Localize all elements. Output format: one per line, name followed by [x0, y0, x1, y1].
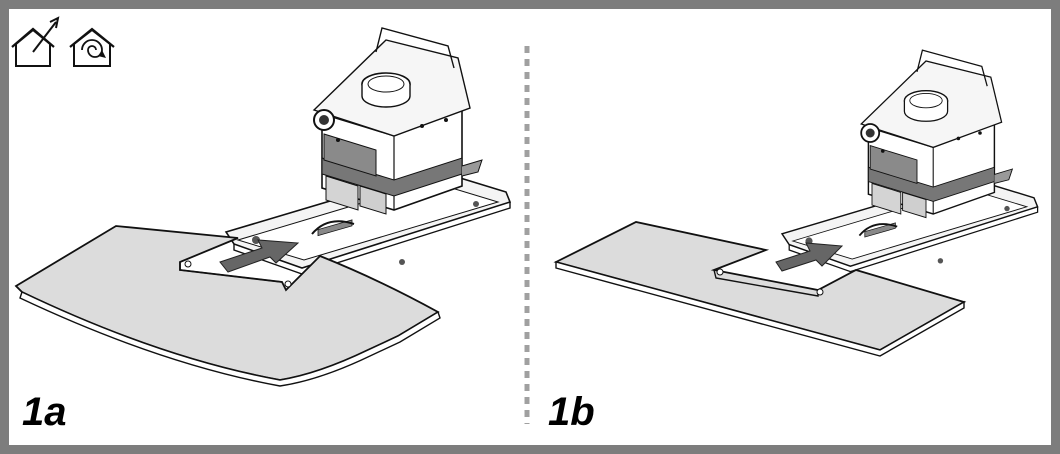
ducted-exhaust-house-icon [11, 16, 60, 67]
insert-arrow-1a [219, 239, 300, 273]
recirculation-house-icon [69, 27, 115, 67]
hood-body-1b [781, 49, 1039, 273]
figure-label-1a: 1a [22, 390, 67, 434]
figure-label-1b: 1b [548, 390, 595, 434]
insert-arrow-1b [775, 242, 844, 272]
hood-body-1a [225, 27, 511, 275]
straight-cover-panel [553, 221, 967, 357]
curved-cover-panel [14, 225, 441, 387]
